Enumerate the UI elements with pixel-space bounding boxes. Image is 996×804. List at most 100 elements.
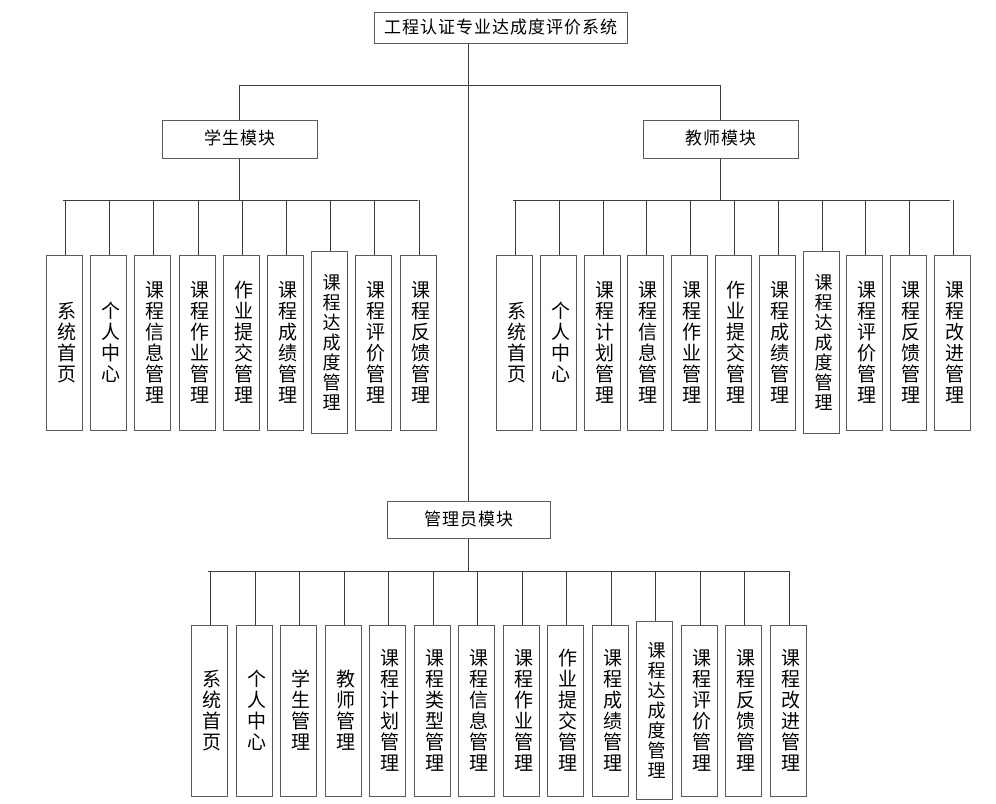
connector-drop-teacher-2	[559, 200, 560, 255]
connector-drop-admin-2	[255, 571, 256, 625]
connector-drop-admin-14	[789, 571, 790, 625]
leaf-node-admin-1[interactable]: 系统首页	[191, 625, 228, 797]
leaf-node-label: 课程反馈管理	[898, 280, 920, 406]
leaf-node-teacher-8[interactable]: 课程达成度管理	[803, 251, 840, 434]
connector-drop-admin-5	[388, 571, 389, 625]
leaf-node-admin-8[interactable]: 课程作业管理	[503, 625, 540, 797]
leaf-node-label: 课程成绩管理	[600, 648, 622, 774]
leaf-node-teacher-3[interactable]: 课程计划管理	[584, 255, 621, 431]
leaf-node-admin-6[interactable]: 课程类型管理	[414, 625, 451, 797]
leaf-node-label: 课程改进管理	[942, 280, 964, 406]
leaf-node-label: 课程信息管理	[142, 280, 164, 406]
leaf-node-label: 课程反馈管理	[733, 648, 755, 774]
leaf-node-label: 课程作业管理	[187, 280, 209, 406]
connector-drop-student-9	[419, 200, 420, 255]
leaf-node-label: 个人中心	[244, 669, 266, 753]
leaf-node-admin-5[interactable]: 课程计划管理	[369, 625, 406, 797]
root-node-label: 工程认证专业达成度评价系统	[384, 17, 618, 38]
connector-drop-admin-9	[566, 571, 567, 625]
leaf-node-label: 课程计划管理	[377, 648, 399, 774]
leaf-node-admin-4[interactable]: 教师管理	[325, 625, 362, 797]
connector-drop-teacher-9	[865, 200, 866, 255]
leaf-node-admin-11[interactable]: 课程达成度管理	[636, 621, 673, 800]
leaf-node-label: 课程计划管理	[592, 280, 614, 406]
connector-drop-teacher-6	[734, 200, 735, 255]
leaf-node-admin-9[interactable]: 作业提交管理	[547, 625, 584, 797]
leaf-node-label: 个人中心	[98, 301, 120, 385]
leaf-node-teacher-5[interactable]: 课程作业管理	[671, 255, 708, 431]
connector-drop-teacher-4	[646, 200, 647, 255]
connector-level2-bus	[239, 85, 721, 86]
leaf-node-label: 课程信息管理	[466, 648, 488, 774]
leaf-node-admin-12[interactable]: 课程评价管理	[681, 625, 718, 797]
connector-drop-teacher-10	[909, 200, 910, 255]
module-label-student: 学生模块	[204, 129, 276, 150]
leaf-node-label: 课程作业管理	[511, 648, 533, 774]
connector-drop-teacher-7	[778, 200, 779, 255]
module-label-admin: 管理员模块	[424, 509, 514, 530]
leaf-node-student-9[interactable]: 课程反馈管理	[400, 255, 437, 431]
leaf-node-label: 课程评价管理	[363, 280, 385, 406]
connector-admin-stem	[468, 539, 469, 571]
leaf-node-label: 学生管理	[288, 669, 310, 753]
module-box-admin[interactable]: 管理员模块	[387, 501, 551, 539]
leaf-node-label: 课程改进管理	[778, 648, 800, 774]
leaf-node-teacher-2[interactable]: 个人中心	[540, 255, 577, 431]
leaf-node-admin-7[interactable]: 课程信息管理	[458, 625, 495, 797]
connector-drop-student-5	[242, 200, 243, 255]
leaf-node-teacher-7[interactable]: 课程成绩管理	[759, 255, 796, 431]
connector-drop-teacher-module	[720, 85, 721, 120]
leaf-node-student-6[interactable]: 课程成绩管理	[267, 255, 304, 431]
connector-drop-student-8	[374, 200, 375, 255]
leaf-node-label: 作业提交管理	[231, 280, 253, 406]
leaf-node-teacher-9[interactable]: 课程评价管理	[846, 255, 883, 431]
connector-teacher-stem	[720, 159, 721, 200]
leaf-node-label: 课程评价管理	[854, 280, 876, 406]
connector-drop-teacher-1	[515, 200, 516, 255]
connector-drop-admin-4	[344, 571, 345, 625]
leaf-node-student-3[interactable]: 课程信息管理	[134, 255, 171, 431]
connector-root-stem	[468, 44, 469, 85]
connector-student-bus	[63, 200, 418, 201]
connector-drop-teacher-5	[690, 200, 691, 255]
leaf-node-student-5[interactable]: 作业提交管理	[223, 255, 260, 431]
module-box-teacher[interactable]: 教师模块	[643, 120, 799, 159]
connector-drop-student-6	[286, 200, 287, 255]
leaf-node-teacher-6[interactable]: 作业提交管理	[715, 255, 752, 431]
connector-drop-admin-13	[744, 571, 745, 625]
connector-drop-student-4	[198, 200, 199, 255]
connector-drop-admin-12	[700, 571, 701, 625]
leaf-node-teacher-10[interactable]: 课程反馈管理	[890, 255, 927, 431]
leaf-node-label: 作业提交管理	[723, 280, 745, 406]
leaf-node-student-8[interactable]: 课程评价管理	[355, 255, 392, 431]
connector-drop-admin-10	[611, 571, 612, 625]
leaf-node-admin-14[interactable]: 课程改进管理	[770, 625, 807, 797]
leaf-node-admin-2[interactable]: 个人中心	[236, 625, 273, 797]
leaf-node-label: 课程成绩管理	[767, 280, 789, 406]
leaf-node-admin-10[interactable]: 课程成绩管理	[592, 625, 629, 797]
leaf-node-label: 课程反馈管理	[408, 280, 430, 406]
root-node[interactable]: 工程认证专业达成度评价系统	[374, 12, 628, 44]
module-label-teacher: 教师模块	[685, 129, 757, 150]
leaf-node-student-7[interactable]: 课程达成度管理	[311, 251, 348, 434]
leaf-node-teacher-11[interactable]: 课程改进管理	[934, 255, 971, 431]
leaf-node-label: 系统首页	[54, 301, 76, 385]
leaf-node-admin-13[interactable]: 课程反馈管理	[725, 625, 762, 797]
leaf-node-teacher-4[interactable]: 课程信息管理	[627, 255, 664, 431]
leaf-node-student-1[interactable]: 系统首页	[46, 255, 83, 431]
leaf-node-label: 作业提交管理	[555, 648, 577, 774]
leaf-node-teacher-1[interactable]: 系统首页	[496, 255, 533, 431]
connector-drop-student-module	[239, 85, 240, 120]
leaf-node-student-4[interactable]: 课程作业管理	[179, 255, 216, 431]
connector-drop-student-3	[153, 200, 154, 255]
leaf-node-label: 课程达成度管理	[644, 640, 666, 781]
leaf-node-label: 课程达成度管理	[811, 272, 833, 413]
leaf-node-student-2[interactable]: 个人中心	[90, 255, 127, 431]
module-box-student[interactable]: 学生模块	[162, 120, 318, 159]
connector-drop-admin-11	[655, 571, 656, 621]
leaf-node-label: 课程信息管理	[635, 280, 657, 406]
connector-spine-admin-module	[468, 85, 469, 501]
connector-drop-student-2	[109, 200, 110, 255]
leaf-node-admin-3[interactable]: 学生管理	[280, 625, 317, 797]
